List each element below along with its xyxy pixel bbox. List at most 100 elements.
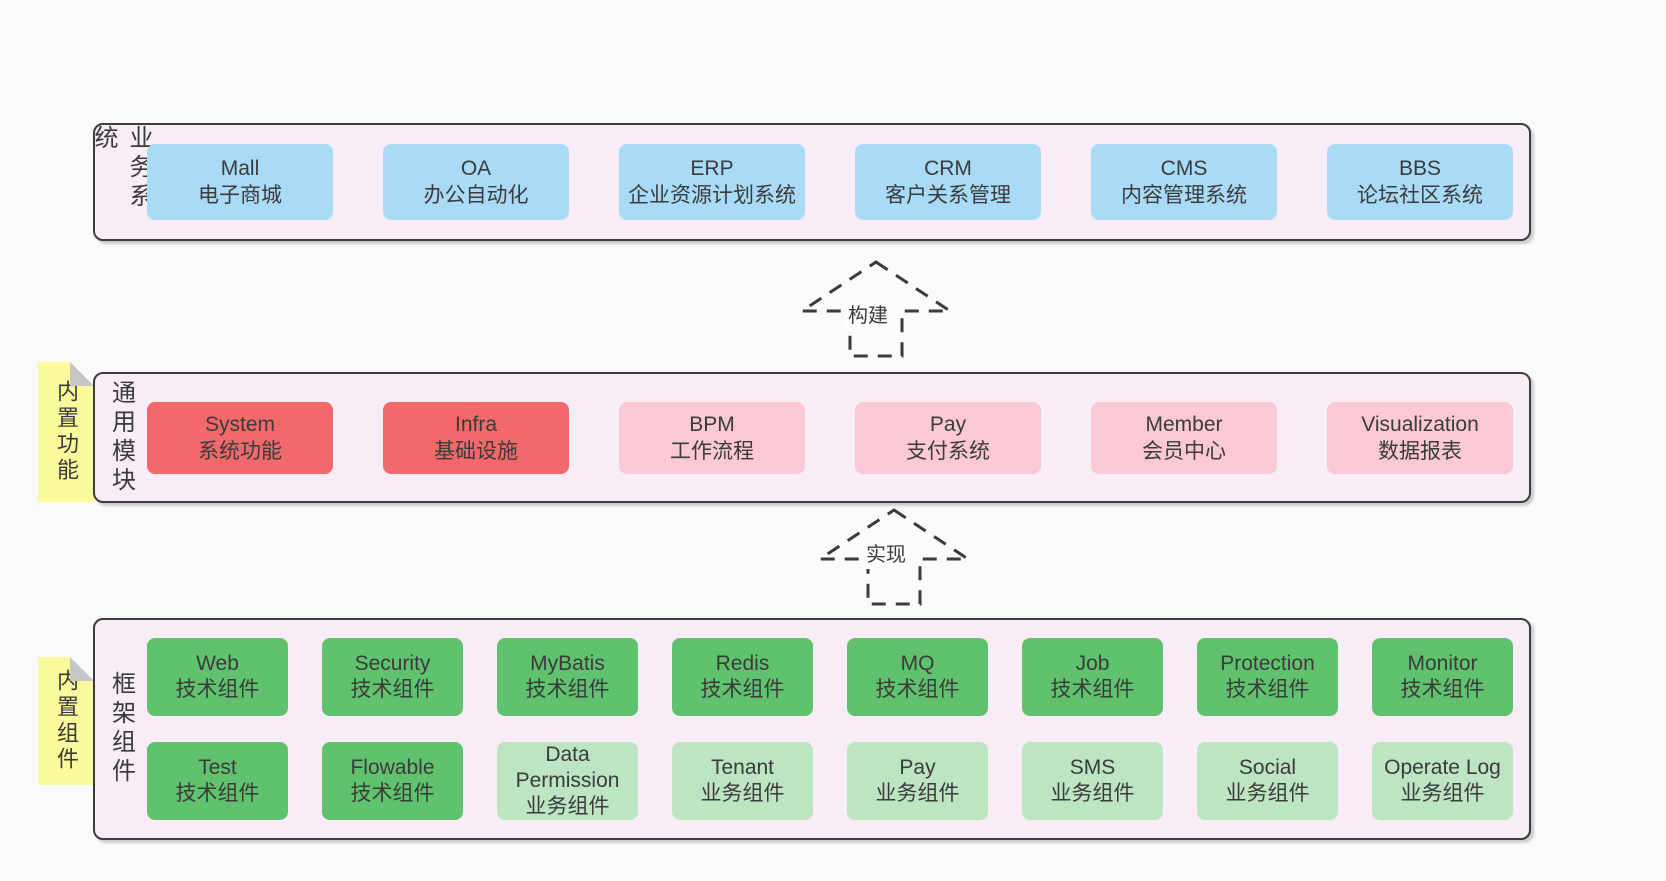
box-subtitle: 系统功能 <box>198 439 282 463</box>
box-subtitle: 技术组件 <box>350 678 435 701</box>
box-subtitle: 技术组件 <box>700 678 785 701</box>
box-pay-system: Pay 支付系统 <box>855 401 1041 474</box>
box-crm: CRM 客户关系管理 <box>855 144 1041 220</box>
box-subtitle: 业务组件 <box>1225 782 1310 805</box>
box-subtitle: 技术组件 <box>175 678 260 701</box>
box-operate-log: Operate Log 业务组件 <box>1372 742 1513 820</box>
box-monitor: Monitor 技术组件 <box>1372 638 1513 716</box>
framework-components-boxes: Web 技术组件 Security 技术组件 MyBatis 技术组件 Redi… <box>147 620 1529 838</box>
box-title: Monitor <box>1407 652 1478 675</box>
box-subtitle: 论坛社区系统 <box>1357 184 1483 207</box>
layer-common-modules: 通用模块 System 系统功能 Infra 基础设施 BPM 工作流程 Pay… <box>93 372 1531 503</box>
box-subtitle: 电子商城 <box>198 184 282 207</box>
box-job: Job 技术组件 <box>1022 638 1163 716</box>
box-mall: Mall 电子商城 <box>147 144 333 220</box>
box-row: Web 技术组件 Security 技术组件 MyBatis 技术组件 Redi… <box>147 638 1513 716</box>
layer-business-systems: 业务系统 Mall 电子商城 OA 办公自动化 ERP 企业资源计划系统 CRM… <box>90 123 1531 241</box>
box-title: Data Permission <box>515 743 620 792</box>
box-subtitle: 内容管理系统 <box>1121 184 1247 207</box>
box-subtitle: 业务组件 <box>1400 782 1485 805</box>
box-row: Test 技术组件 Flowable 技术组件 Data Permission … <box>147 742 1513 820</box>
box-subtitle: 技术组件 <box>875 678 960 701</box>
sticky-fold-corner-icon <box>70 657 94 681</box>
box-subtitle: 支付系统 <box>906 439 990 463</box>
box-title: Visualization <box>1361 412 1479 436</box>
box-protection: Protection 技术组件 <box>1197 638 1338 716</box>
box-social: Social 业务组件 <box>1197 742 1338 820</box>
box-title: Web <box>196 652 239 675</box>
arrow-label-implement: 实现 <box>862 541 910 569</box>
box-title: Mall <box>220 157 260 180</box>
box-subtitle: 业务组件 <box>1050 782 1135 805</box>
box-data-permission: Data Permission 业务组件 <box>497 742 638 820</box>
box-subtitle: 办公自动化 <box>423 184 529 207</box>
box-subtitle: 技术组件 <box>1225 678 1310 701</box>
box-title: Pay <box>929 412 967 436</box>
box-bpm: BPM 工作流程 <box>619 401 805 474</box>
box-title: BPM <box>689 412 735 436</box>
box-infra: Infra 基础设施 <box>383 401 569 474</box>
box-subtitle: 客户关系管理 <box>885 184 1011 207</box>
box-subtitle: 技术组件 <box>350 782 435 805</box>
box-title: BBS <box>1398 157 1442 180</box>
box-title: Flowable <box>350 756 435 779</box>
box-subtitle: 企业资源计划系统 <box>628 184 796 207</box>
box-flowable: Flowable 技术组件 <box>322 742 463 820</box>
box-title: System <box>204 412 275 436</box>
box-subtitle: 技术组件 <box>1400 678 1485 701</box>
box-sms: SMS 业务组件 <box>1022 742 1163 820</box>
box-title: Pay <box>899 756 936 779</box>
box-redis: Redis 技术组件 <box>672 638 813 716</box>
box-system: System 系统功能 <box>147 401 333 474</box>
box-subtitle: 业务组件 <box>525 795 610 818</box>
box-title: Protection <box>1220 652 1315 675</box>
box-row: System 系统功能 Infra 基础设施 BPM 工作流程 Pay 支付系统… <box>147 401 1513 474</box>
box-title: Operate Log <box>1384 756 1501 779</box>
box-title: Test <box>198 756 237 779</box>
box-title: CMS <box>1160 157 1208 180</box>
box-subtitle: 会员中心 <box>1142 439 1226 463</box>
sticky-fold-corner-icon <box>70 362 94 386</box>
sticky-built-in-components: 内置组件 <box>38 657 94 785</box>
sticky-built-in-features: 内置功能 <box>38 362 94 502</box>
box-bbs: BBS 论坛社区系统 <box>1327 144 1513 220</box>
box-pay-component: Pay 业务组件 <box>847 742 988 820</box>
box-subtitle: 数据报表 <box>1378 439 1462 463</box>
box-title: SMS <box>1069 756 1116 779</box>
box-title: Social <box>1238 756 1297 779</box>
box-title: MQ <box>900 652 935 675</box>
business-systems-boxes: Mall 电子商城 OA 办公自动化 ERP 企业资源计划系统 CRM 客户关系… <box>147 125 1529 239</box>
box-subtitle: 技术组件 <box>525 678 610 701</box>
box-member: Member 会员中心 <box>1091 401 1277 474</box>
box-subtitle: 业务组件 <box>875 782 960 805</box>
box-subtitle: 技术组件 <box>175 782 260 805</box>
box-title: CRM <box>924 157 972 180</box>
box-title: OA <box>460 157 492 180</box>
box-title: ERP <box>690 157 734 180</box>
box-subtitle: 业务组件 <box>700 782 785 805</box>
box-title: Tenant <box>710 756 775 779</box>
box-web: Web 技术组件 <box>147 638 288 716</box>
box-title: Job <box>1075 652 1110 675</box>
box-subtitle: 技术组件 <box>1050 678 1135 701</box>
layer-title-framework-components: 框架组件 <box>107 671 135 787</box>
box-title: Security <box>354 652 431 675</box>
box-visualization: Visualization 数据报表 <box>1327 401 1513 474</box>
box-security: Security 技术组件 <box>322 638 463 716</box>
box-title: Member <box>1145 412 1223 436</box>
box-title: Redis <box>715 652 770 675</box>
box-erp: ERP 企业资源计划系统 <box>619 144 805 220</box>
common-modules-boxes: System 系统功能 Infra 基础设施 BPM 工作流程 Pay 支付系统… <box>147 374 1529 501</box>
box-mq: MQ 技术组件 <box>847 638 988 716</box>
box-test: Test 技术组件 <box>147 742 288 820</box>
layer-title-common-modules: 通用模块 <box>107 379 135 496</box>
box-title: MyBatis <box>530 652 605 675</box>
box-cms: CMS 内容管理系统 <box>1091 144 1277 220</box>
box-tenant: Tenant 业务组件 <box>672 742 813 820</box>
box-subtitle: 基础设施 <box>434 439 518 463</box>
box-oa: OA 办公自动化 <box>383 144 569 220</box>
box-title: Infra <box>454 412 498 436</box>
box-subtitle: 工作流程 <box>670 439 754 463</box>
layer-framework-components: 框架组件 Web 技术组件 Security 技术组件 MyBatis 技术组件… <box>93 618 1531 840</box>
